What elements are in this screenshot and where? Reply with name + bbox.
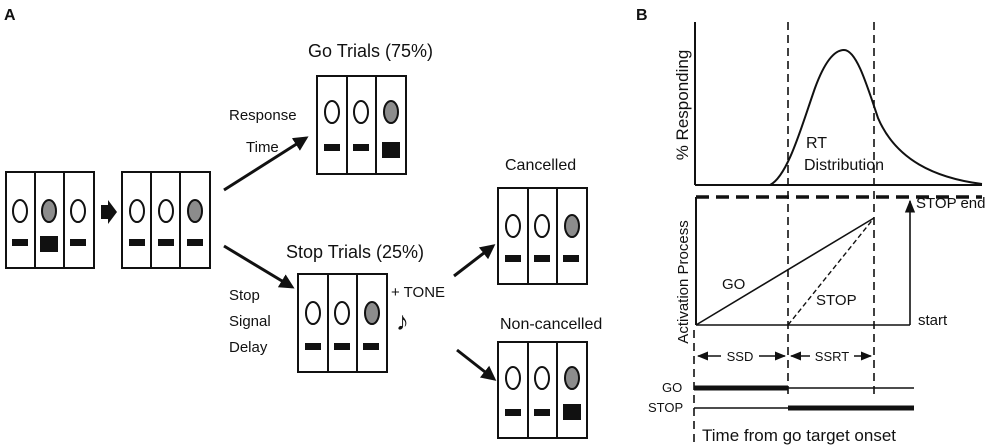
display-noncancelled xyxy=(497,341,588,439)
music-note-icon: ♪ xyxy=(396,306,409,336)
stop-trials-title: Stop Trials (25%) xyxy=(286,242,424,262)
block-arrow xyxy=(101,200,117,224)
stop-label-2: Signal xyxy=(229,313,271,330)
start-label: start xyxy=(918,312,948,329)
response-time-label-2: Time xyxy=(246,139,279,156)
go-trials-title: Go Trials (75%) xyxy=(308,41,433,61)
stop-label-1: Stop xyxy=(229,287,260,304)
stop-activation-line xyxy=(787,217,875,326)
go-line-label: GO xyxy=(722,276,745,293)
panel-b-label: B xyxy=(636,7,648,24)
stop-track-label: STOP xyxy=(648,400,683,415)
ssd-label: SSD xyxy=(727,349,754,364)
top-y-label: % Responding xyxy=(673,50,692,161)
tone-label: + TONE xyxy=(391,284,445,301)
display-go-response xyxy=(316,75,407,175)
display-stop-signal xyxy=(297,273,388,373)
stop-end-label: STOP end xyxy=(916,195,986,212)
rt-label-1: RT xyxy=(806,135,827,152)
noncancelled-label: Non-cancelled xyxy=(500,316,602,333)
response-time-label-1: Response xyxy=(229,107,297,124)
display-fixation xyxy=(5,171,95,269)
display-cancelled xyxy=(497,187,588,285)
panel-a-label: A xyxy=(4,7,16,24)
arrow-to-cancelled xyxy=(453,244,496,278)
stop-line-label: STOP xyxy=(816,292,857,309)
go-activation-line xyxy=(695,217,875,326)
go-track-label: GO xyxy=(662,380,682,395)
rt-label-2: Distribution xyxy=(804,157,884,174)
display-target xyxy=(121,171,211,269)
x-axis-label: Time from go target onset xyxy=(702,426,896,445)
bottom-y-label: Activation Process xyxy=(675,220,692,343)
cancelled-label: Cancelled xyxy=(505,157,576,174)
rt-distribution-curve xyxy=(769,48,983,186)
stop-label-3: Delay xyxy=(229,339,268,356)
arrow-to-stop xyxy=(223,244,295,289)
ssrt-label: SSRT xyxy=(815,349,849,364)
arrow-to-noncancelled xyxy=(456,348,497,381)
arrow-to-go xyxy=(223,136,309,192)
